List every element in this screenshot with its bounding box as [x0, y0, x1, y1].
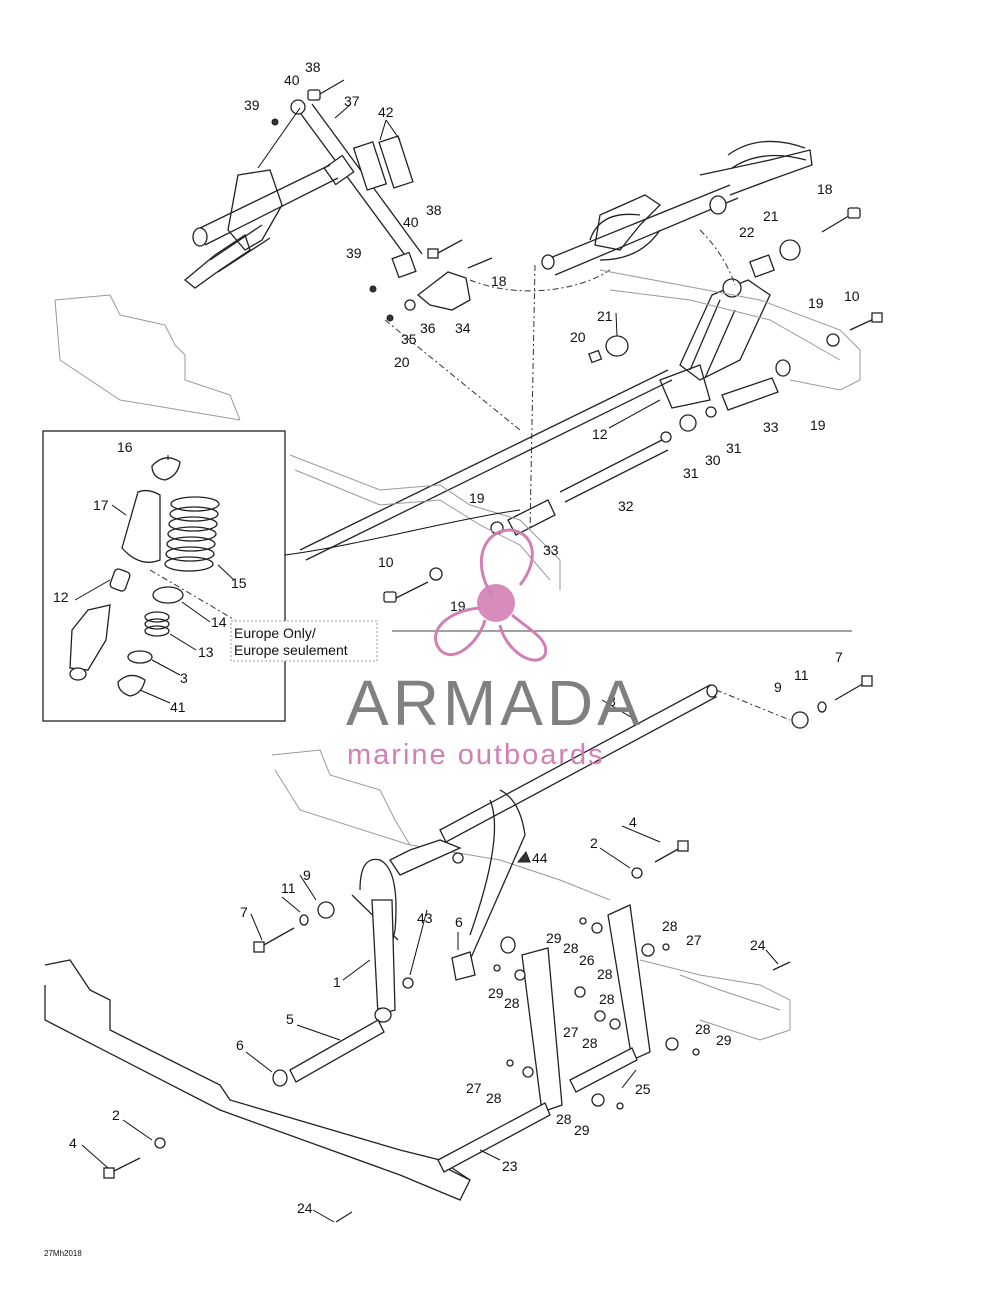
- callout-18: 18: [817, 181, 833, 197]
- callout-37: 37: [344, 93, 360, 109]
- leader-lines: [74, 104, 779, 1223]
- callout-33: 33: [763, 419, 779, 435]
- callout-4: 4: [629, 814, 637, 830]
- callout-39: 39: [244, 97, 260, 113]
- callout-36: 36: [420, 320, 436, 336]
- callout-12: 12: [53, 589, 69, 605]
- callout-10: 10: [844, 288, 860, 304]
- callout-21: 21: [763, 208, 779, 224]
- callout-38: 38: [305, 59, 321, 75]
- note-europe-only: Europe Only/: [234, 625, 316, 641]
- callout-35: 35: [401, 331, 417, 347]
- armada-watermark: ARMADA marine outboards: [346, 528, 644, 771]
- callout-34: 34: [455, 320, 471, 336]
- callout-9: 9: [303, 867, 311, 883]
- callout-2: 2: [590, 835, 598, 851]
- callout-27: 27: [686, 932, 702, 948]
- lower-frame-rail: [44, 749, 791, 1201]
- callout-28: 28: [599, 991, 615, 1007]
- callout-10: 10: [378, 554, 394, 570]
- callout-5: 5: [286, 1011, 294, 1027]
- callout-28: 28: [486, 1090, 502, 1106]
- watermark-tagline: marine outboards: [347, 739, 605, 771]
- callout-7: 7: [240, 904, 248, 920]
- callout-15: 15: [231, 575, 247, 591]
- callout-17: 17: [93, 497, 109, 513]
- inset-box: Europe Only/ Europe seulement: [42, 430, 521, 722]
- callout-33: 33: [543, 542, 559, 558]
- callout-11: 11: [281, 880, 296, 896]
- callout-28: 28: [695, 1021, 711, 1037]
- callout-27: 27: [466, 1080, 482, 1096]
- note-europe-seulement: Europe seulement: [234, 642, 348, 658]
- callout-28: 28: [556, 1111, 572, 1127]
- callout-42: 42: [378, 104, 394, 120]
- callout-16: 16: [117, 439, 133, 455]
- callout-numbers: 38 40 37 39 42 38 40 39 18 18 21 22 19 1…: [53, 59, 860, 1216]
- callout-29: 29: [716, 1032, 732, 1048]
- callout-40: 40: [284, 72, 300, 88]
- callout-22: 22: [739, 224, 755, 240]
- callout-7: 7: [835, 649, 843, 665]
- callout-9: 9: [774, 679, 782, 695]
- callout-29: 29: [488, 985, 504, 1001]
- callout-44: 44: [532, 850, 548, 866]
- callout-20: 20: [394, 354, 410, 370]
- callout-31: 31: [683, 465, 699, 481]
- rear-arm-assembly: [299, 140, 883, 603]
- callout-24: 24: [297, 1200, 313, 1216]
- callout-29: 29: [574, 1122, 590, 1138]
- callout-21: 21: [597, 308, 613, 324]
- callout-8: 8: [608, 693, 616, 709]
- upper-frame-rail: [54, 269, 861, 590]
- callout-12: 12: [592, 426, 608, 442]
- callout-26: 26: [579, 952, 595, 968]
- callout-14: 14: [211, 614, 227, 630]
- callout-29: 29: [546, 930, 562, 946]
- callout-19: 19: [469, 490, 485, 506]
- callout-30: 30: [705, 452, 721, 468]
- callout-11: 11: [794, 667, 809, 683]
- callout-40: 40: [403, 214, 419, 230]
- callout-24: 24: [750, 937, 766, 953]
- callout-2: 2: [112, 1107, 120, 1123]
- callout-28: 28: [504, 995, 520, 1011]
- callout-6: 6: [236, 1037, 244, 1053]
- callout-13: 13: [198, 644, 214, 660]
- callout-25: 25: [635, 1081, 651, 1097]
- callout-41: 41: [170, 699, 186, 715]
- callout-28: 28: [563, 940, 579, 956]
- callout-1: 1: [333, 974, 341, 990]
- callout-28: 28: [662, 918, 678, 934]
- callout-18: 18: [491, 273, 507, 289]
- callout-23: 23: [502, 1158, 518, 1174]
- callout-20: 20: [570, 329, 586, 345]
- figure-code: 27Mh2018: [44, 1249, 82, 1258]
- callout-28: 28: [597, 966, 613, 982]
- propeller-logo-icon: [434, 528, 548, 662]
- callout-38: 38: [426, 202, 442, 218]
- callout-43: 43: [417, 910, 433, 926]
- callout-19: 19: [810, 417, 826, 433]
- callout-4: 4: [69, 1135, 77, 1151]
- callout-28: 28: [582, 1035, 598, 1051]
- callout-31: 31: [726, 440, 742, 456]
- callout-3: 3: [180, 670, 188, 686]
- rear-suspension-lower: [103, 675, 873, 1223]
- callout-6: 6: [455, 914, 463, 930]
- callout-32: 32: [618, 498, 634, 514]
- callout-27: 27: [563, 1024, 579, 1040]
- callout-19: 19: [808, 295, 824, 311]
- watermark-brand: ARMADA: [346, 667, 644, 739]
- callout-39: 39: [346, 245, 362, 261]
- front-arm-assembly: [183, 79, 611, 322]
